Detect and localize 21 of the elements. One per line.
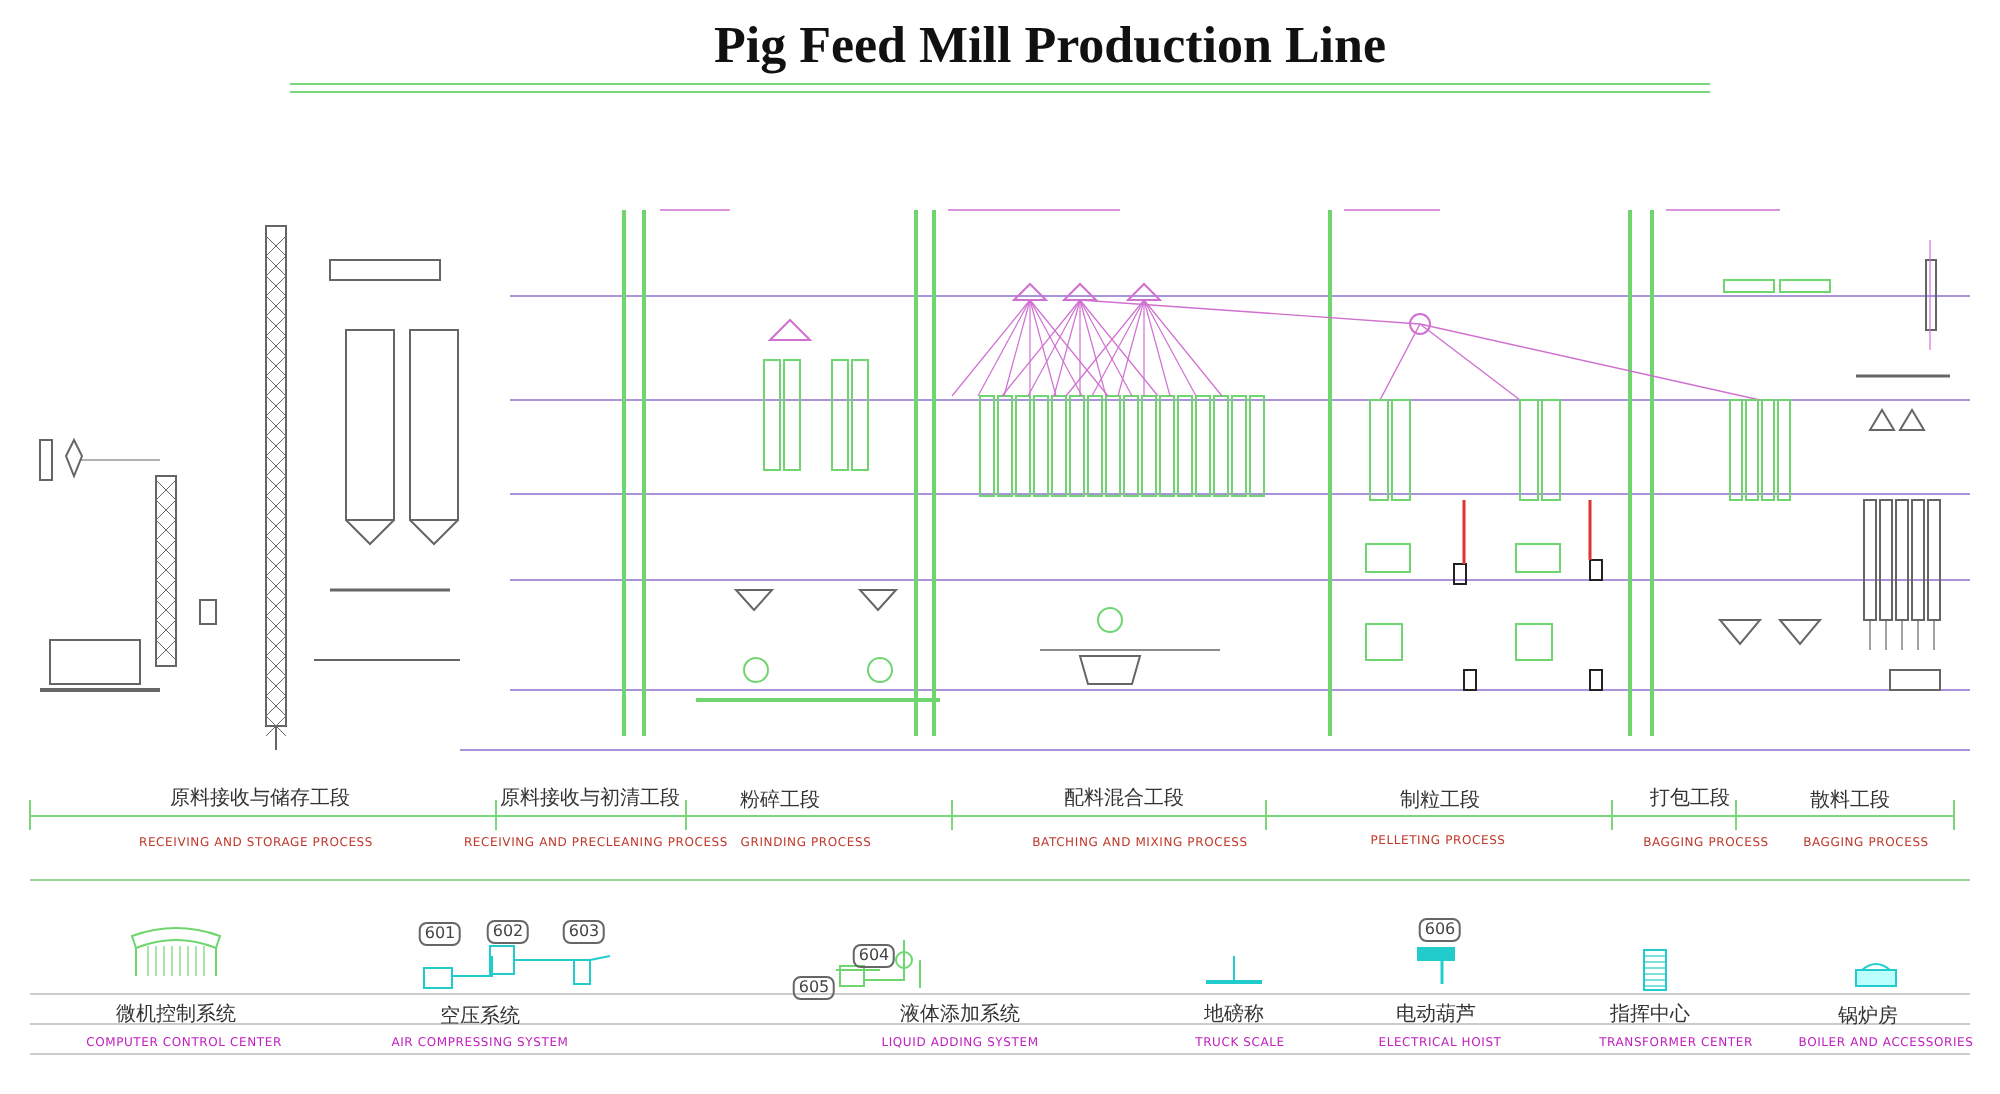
system-label: 指挥中心 [1610,1001,1690,1028]
section-heading: 制粒工段 [1400,787,1480,814]
callout-number: 605 [792,976,836,1000]
system-label: 锅炉房 [1838,1003,1898,1030]
callout-number: 602 [486,920,530,944]
callout-number: 601 [418,922,462,946]
system-label: 液体添加系统 [900,1001,1020,1028]
callout-number: 603 [562,920,606,944]
system-label: 空压系统 [440,1003,520,1030]
section-heading: 打包工段 [1650,785,1730,812]
section-heading: 原料接收与储存工段 [170,785,350,812]
callout-number: 606 [1418,918,1462,942]
callout-number: 604 [852,944,896,968]
system-label: 电动葫芦 [1396,1001,1476,1028]
system-label: 微机控制系统 [116,1001,236,1028]
system-label: 地磅称 [1204,1001,1264,1028]
section-heading: 粉碎工段 [740,787,820,814]
section-heading: 配料混合工段 [1064,785,1184,812]
section-heading: 原料接收与初清工段 [500,785,680,812]
section-heading: 散料工段 [1810,787,1890,814]
title: Pig Feed Mill Production Line [713,16,1387,76]
